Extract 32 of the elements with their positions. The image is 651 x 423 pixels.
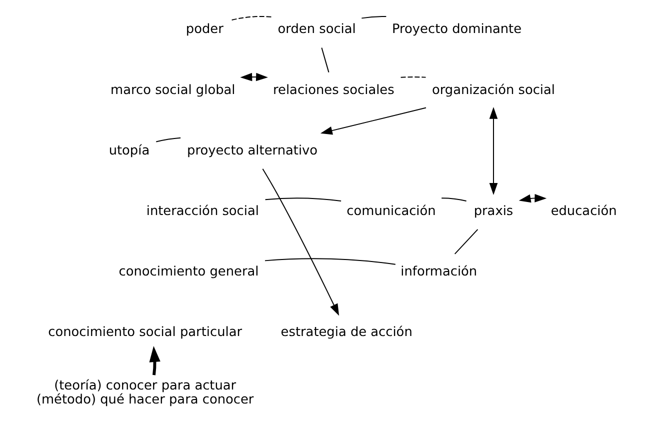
arrow [240, 72, 268, 82]
node-text: conocimiento social particular [48, 324, 242, 340]
node-text: praxis [474, 204, 514, 219]
node-text: utopía [108, 143, 150, 158]
node-text: orden social [278, 22, 356, 38]
node-text: relaciones sociales [273, 82, 394, 98]
node-text: poder [186, 22, 224, 38]
node-text: información [400, 264, 478, 280]
arrow [149, 346, 160, 376]
node-text: interacción social [146, 204, 259, 219]
connector [321, 47, 330, 73]
node-text: (teoría) conocer para actuar (método) qué hacer para conocer [36, 378, 254, 408]
node-text: conocimiento general [118, 264, 259, 280]
connector [156, 137, 182, 142]
connector [400, 76, 426, 78]
connector [264, 198, 342, 202]
node-text: marco social global [110, 82, 236, 98]
node-text: proyecto alternativo [187, 143, 318, 158]
node-text: estrategia de acción [280, 324, 412, 340]
node-text: organización social [432, 82, 556, 98]
arrow [489, 106, 498, 195]
connector [231, 16, 272, 21]
node-text: comunicación [346, 204, 436, 219]
arrow [320, 107, 426, 135]
connector [441, 198, 467, 202]
connector [264, 258, 396, 265]
connector [454, 228, 478, 254]
node-text: educación [550, 204, 617, 219]
arrow [518, 194, 547, 203]
node-text: Proyecto dominante [392, 22, 522, 38]
arrow [262, 168, 340, 316]
connector [361, 16, 387, 19]
